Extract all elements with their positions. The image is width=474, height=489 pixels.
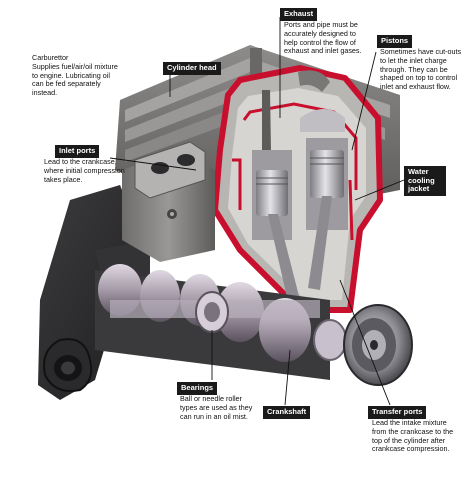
crankshaft <box>95 264 347 380</box>
water-jacket-label: Water cooling jacket <box>404 166 446 196</box>
inlet-ports-label: Inlet ports <box>55 145 100 158</box>
pistons-label: Pistons <box>377 35 413 48</box>
transfer-ports-text: Lead the intake mixture from the crankca… <box>372 418 454 454</box>
crankshaft-label: Crankshaft <box>263 406 311 419</box>
pistons-text: Sometimes have cut-outs to let the inlet… <box>380 47 462 92</box>
exhaust-text: Ports and pipe must be accurately design… <box>284 20 362 56</box>
transfer-ports-label: Transfer ports <box>368 406 427 419</box>
inlet-ports-text: Lead to the crankcase, where initial com… <box>44 157 125 184</box>
bearings-label: Bearings <box>177 382 218 395</box>
pulley <box>343 304 413 386</box>
cylinder-head-label: Cylinder head <box>163 62 221 75</box>
inlet-manifold <box>122 141 215 262</box>
bearings-text: Ball or needle roller types are used as … <box>180 394 253 421</box>
leader-lines <box>109 17 405 406</box>
cutaway-section <box>212 65 383 313</box>
exhaust-label: Exhaust <box>280 8 318 21</box>
carburettor-text: Carburettor Supplies fuel/air/oil mixtur… <box>32 53 118 98</box>
pistons <box>252 109 348 302</box>
